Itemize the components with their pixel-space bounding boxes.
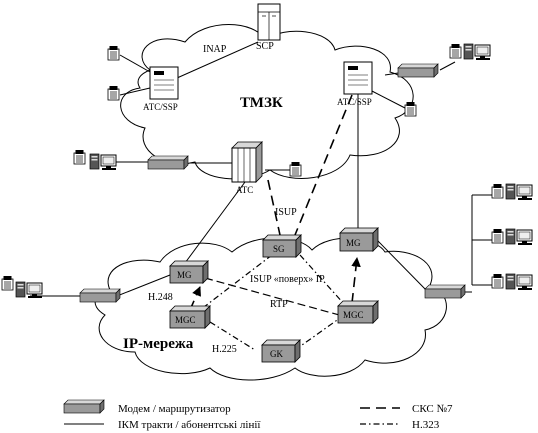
phone-icon	[449, 43, 462, 59]
cloud-ip-title: IP-мережа	[123, 336, 194, 352]
computer-icon	[505, 273, 533, 291]
phone-icon	[404, 101, 417, 117]
h248-label: H.248	[148, 292, 173, 303]
phone-icon	[491, 273, 504, 289]
cloud-tmzk-title: ТМЗК	[240, 95, 283, 111]
phone-icon	[491, 183, 504, 199]
computer-icon	[505, 228, 533, 246]
ats-center-node	[231, 141, 263, 183]
gk-node	[261, 339, 301, 363]
sks7-links	[267, 94, 353, 236]
legend-pcm-label: ІКМ тракти / абонентські лінії	[118, 419, 261, 431]
ats-ssp-left-label: АТС/SSP	[143, 102, 178, 112]
computer-icon	[505, 183, 533, 201]
mg-left-label: MG	[177, 270, 192, 280]
phone-icon	[1, 275, 14, 291]
sg-node	[262, 234, 302, 258]
mg-right-label: MG	[346, 238, 361, 248]
modem-icon	[424, 284, 466, 299]
ats-ssp-right-node	[343, 61, 373, 95]
computer-icon	[89, 153, 117, 171]
modem-icon	[397, 63, 439, 78]
phone-icon	[107, 45, 120, 61]
scp-label: SCP	[256, 41, 274, 52]
legend: Модем / маршрутизатор ІКМ тракти / абоне…	[63, 399, 453, 431]
computer-icon	[463, 43, 491, 61]
mg-right-node	[339, 227, 379, 252]
phone-icon	[289, 161, 302, 177]
pcm-links	[30, 41, 492, 297]
legend-modem-icon	[63, 399, 105, 414]
ats-ssp-right-label: АТС/SSP	[337, 97, 372, 107]
scp-node	[257, 3, 281, 41]
isup-over-ip-label: ISUP «поверх» IP	[250, 274, 325, 285]
modem-icon	[147, 155, 189, 170]
gk-label: GK	[270, 349, 283, 359]
sg-label: SG	[273, 244, 285, 254]
modem-icon	[79, 288, 121, 303]
rtp-label: RTP	[270, 299, 288, 310]
legend-h323-label: H.323	[412, 419, 440, 431]
mgc-left-label: MGC	[175, 315, 196, 325]
rtp-link	[204, 277, 351, 319]
mgc-right-label: MGC	[343, 310, 364, 320]
inap-label: INAP	[203, 44, 227, 55]
ats-center-label: АТС	[236, 185, 253, 195]
mgc-right-node	[337, 300, 379, 324]
phone-icon	[107, 85, 120, 101]
h225-label: H.225	[212, 344, 237, 355]
phone-icon	[491, 228, 504, 244]
legend-sks7-label: СКС №7	[412, 403, 453, 415]
cloud-tmzk	[120, 24, 414, 180]
mg-left-node	[169, 260, 209, 284]
legend-modem-label: Модем / маршрутизатор	[118, 403, 231, 415]
mgc-left-node	[169, 305, 211, 329]
ats-ssp-left-node	[149, 66, 179, 100]
isup-label: ISUP	[275, 207, 297, 218]
phone-icon	[73, 149, 86, 165]
h323-links	[199, 254, 346, 351]
